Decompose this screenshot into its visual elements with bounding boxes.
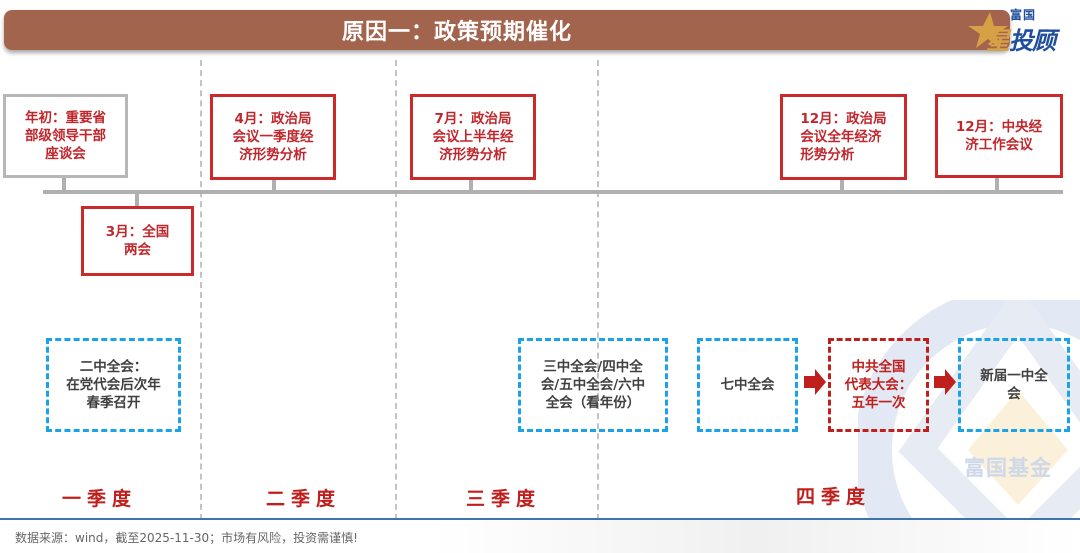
event-december-politburo: 12月：政治局会议全年经济形势分析 bbox=[780, 94, 907, 180]
quarter-label-q4: 四季度 bbox=[796, 486, 872, 508]
event-april-politburo: 4月：政治局会议一季度经济形势分析 bbox=[210, 94, 336, 180]
plenary-national-congress: 中共全国代表大会：五年一次 bbox=[828, 338, 929, 432]
logo-big-text: 星投顾 bbox=[986, 27, 1056, 55]
arrow-right-icon bbox=[804, 369, 826, 395]
logo-small-text: 富国 bbox=[1010, 8, 1037, 22]
quarter-label-q3: 三季度 bbox=[466, 488, 542, 510]
timeline-tick bbox=[995, 178, 999, 192]
quarter-divider bbox=[597, 60, 599, 520]
title-bar: 原因一：政策预期催化 bbox=[4, 10, 1010, 50]
arrow-right-icon bbox=[934, 369, 956, 395]
star-icon bbox=[968, 12, 1008, 48]
watermark-text: 富国基金 bbox=[964, 456, 1052, 480]
plenary-first-new: 新届一中全会 bbox=[958, 338, 1070, 432]
event-december-cewc: 12月：中央经济工作会议 bbox=[935, 94, 1063, 178]
timeline-tick bbox=[272, 180, 276, 192]
event-march-two-sessions: 3月：全国两会 bbox=[81, 206, 194, 276]
quarter-label-q1: 一季度 bbox=[62, 488, 138, 510]
plenary-third-to-sixth: 三中全会/四中全会/五中全会/六中全会（看年份） bbox=[518, 338, 668, 432]
quarter-divider bbox=[395, 60, 397, 520]
timeline-tick bbox=[62, 176, 66, 192]
plenary-second: 二中全会：在党代会后次年春季召开 bbox=[46, 338, 181, 432]
source-note: 数据来源：wind，截至2025-11-30；市场有风险，投资需谨慎! bbox=[15, 531, 358, 545]
event-early-year: 年初：重要省部级领导干部座谈会 bbox=[3, 94, 128, 178]
event-july-politburo: 7月：政治局会议上半年经济形势分析 bbox=[410, 94, 536, 180]
quarter-divider bbox=[200, 60, 202, 520]
page-title: 原因一：政策预期催化 bbox=[341, 20, 572, 45]
quarter-label-q2: 二季度 bbox=[266, 488, 342, 510]
timeline-axis bbox=[43, 190, 1063, 194]
watermark-logo-icon bbox=[858, 300, 1080, 520]
plenary-seventh: 七中全会 bbox=[697, 338, 798, 432]
brand-logo: 富国 星投顾 bbox=[968, 4, 1078, 55]
footer-divider bbox=[0, 518, 1080, 520]
timeline-tick bbox=[135, 192, 139, 206]
timeline-tick bbox=[469, 180, 473, 192]
timeline-tick bbox=[840, 180, 844, 192]
footer: 数据来源：wind，截至2025-11-30；市场有风险，投资需谨慎! bbox=[0, 520, 1080, 553]
